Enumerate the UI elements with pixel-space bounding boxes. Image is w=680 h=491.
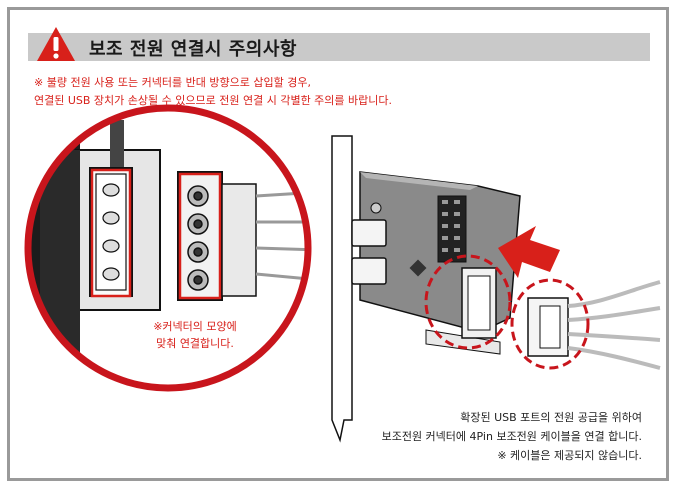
- title-bar: [28, 33, 650, 61]
- connector-shape-note: ※커넥터의 모양에 맞춰 연결합니다.: [125, 318, 265, 352]
- usb-power-note-line1: 확장된 USB 포트의 전원 공급을 위하여: [460, 411, 642, 424]
- insert-direction-arrow: [498, 226, 560, 278]
- power-cable-connector: [527, 280, 661, 370]
- usb-expansion-card: [331, 135, 521, 443]
- page-title: 보조 전원 연결시 주의사항: [89, 39, 297, 60]
- dashed-highlight-cable: [510, 278, 590, 370]
- connector-shape-note-line2: 맞춰 연결합니다.: [156, 337, 234, 350]
- cable-not-included-note: ※ 케이블은 제공되지 않습니다.: [497, 449, 642, 462]
- warning-icon: [37, 27, 75, 61]
- connector-shape-note-line1: ※커넥터의 모양에: [153, 320, 237, 333]
- warning-text-line1: ※ 불량 전원 사용 또는 커넥터를 반대 방향으로 삽입할 경우,: [34, 76, 311, 89]
- dashed-highlight-socket: [424, 254, 512, 350]
- warning-text-line2: 연결된 USB 장치가 손상될 수 있으므로 전원 연결 시 각별한 주의를 바…: [34, 94, 393, 107]
- magnified-connector-view: [28, 108, 308, 388]
- usb-power-note-line2: 보조전원 커넥터에 4Pin 보조전원 케이블을 연결 합니다.: [381, 430, 642, 443]
